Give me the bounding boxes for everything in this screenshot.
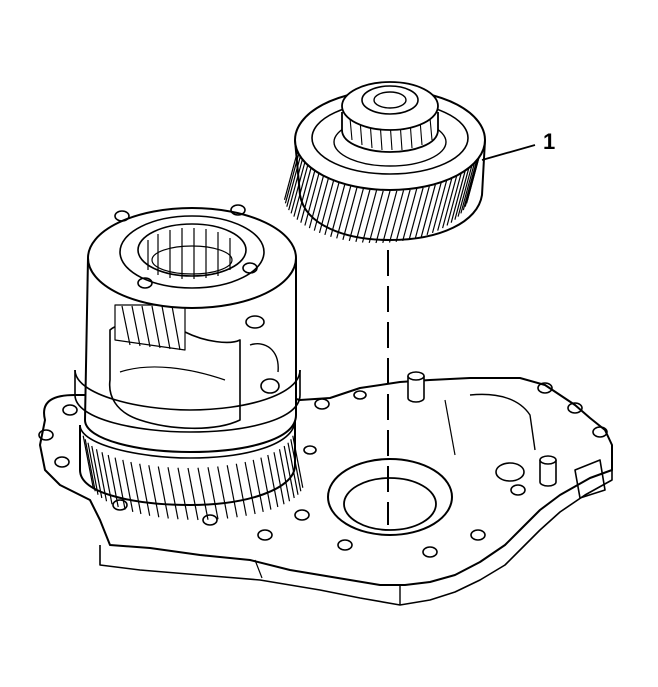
gear-tooth xyxy=(283,445,295,499)
gear-tooth xyxy=(420,184,436,237)
gear-tooth xyxy=(402,188,418,242)
gear-tooth xyxy=(361,190,378,243)
gear-tooth xyxy=(283,147,300,200)
gear-tooth xyxy=(313,178,329,231)
gear-tooth xyxy=(368,190,384,244)
gear-tooth xyxy=(342,187,358,240)
differential-assembly xyxy=(74,204,304,521)
gear-tooth xyxy=(157,466,169,519)
gear-tooth xyxy=(426,182,442,236)
gear-tooth xyxy=(304,173,320,226)
gear-tooth xyxy=(457,164,473,217)
gear-tooth xyxy=(446,173,462,226)
gear-tooth xyxy=(217,466,229,519)
gear-tooth xyxy=(437,178,453,231)
gear-tooth xyxy=(107,454,119,508)
callout-1-leader xyxy=(481,144,536,161)
gear-tooth xyxy=(450,170,466,223)
gear-tooth xyxy=(91,445,103,499)
gear-tooth xyxy=(318,180,335,234)
gear-tooth xyxy=(355,189,371,242)
gear-tooth xyxy=(284,151,300,204)
gear-tooth xyxy=(375,190,391,244)
gear-tooth xyxy=(197,467,209,520)
gear-tooth xyxy=(382,190,398,244)
gear-tooth xyxy=(330,184,346,237)
gear-tooth xyxy=(431,180,448,234)
gear-tooth xyxy=(130,461,142,515)
gear-tooth xyxy=(292,435,304,488)
gear-tooth xyxy=(388,190,405,243)
gear-tooth xyxy=(122,459,134,513)
gear-tooth xyxy=(226,465,238,518)
gear-tooth xyxy=(114,457,126,510)
callout-1-label: 1 xyxy=(543,129,556,154)
gear-tooth xyxy=(288,157,304,211)
gear-tooth xyxy=(82,435,94,488)
gear-tooth xyxy=(260,457,272,510)
gear-tooth xyxy=(273,452,285,505)
gear-tooth xyxy=(187,467,199,521)
gear-tooth xyxy=(324,182,340,236)
gear-tooth xyxy=(462,157,478,211)
gear-tooth xyxy=(95,449,108,502)
gear-tooth xyxy=(414,186,430,239)
gear-tooth xyxy=(148,465,160,518)
gear-tooth xyxy=(300,170,316,223)
gear-tooth xyxy=(336,186,352,239)
gear-tooth xyxy=(442,175,458,229)
gear-tooth xyxy=(408,187,424,240)
gear-tooth xyxy=(293,164,309,217)
gear-tooth xyxy=(454,167,470,220)
gear-tooth xyxy=(87,442,99,495)
gear-tooth xyxy=(348,188,364,242)
gear-tooth xyxy=(207,467,219,520)
gear-tooth xyxy=(244,461,256,515)
gear-tooth xyxy=(395,189,411,242)
gear-tooth xyxy=(252,459,264,513)
gear-tooth xyxy=(139,463,151,516)
gear-tooth xyxy=(278,449,291,502)
gear-tooth xyxy=(290,439,302,492)
gear-tooth xyxy=(460,161,476,214)
dowel-pins xyxy=(407,371,557,487)
bolt-holes xyxy=(38,382,608,558)
gear-tooth xyxy=(290,161,306,214)
gear-tooth xyxy=(177,467,189,520)
gear-tooth xyxy=(235,463,247,516)
gear-tooth xyxy=(286,154,302,207)
gear-tooth xyxy=(287,442,299,495)
gear-tooth xyxy=(101,452,113,505)
gear-tooth xyxy=(308,175,324,229)
gear-tooth xyxy=(84,439,96,492)
gear-tooth xyxy=(464,154,480,207)
gear-tooth xyxy=(267,454,279,508)
gear-tooth xyxy=(296,167,312,220)
output-gear xyxy=(283,81,486,244)
gear-tooth xyxy=(167,467,179,520)
